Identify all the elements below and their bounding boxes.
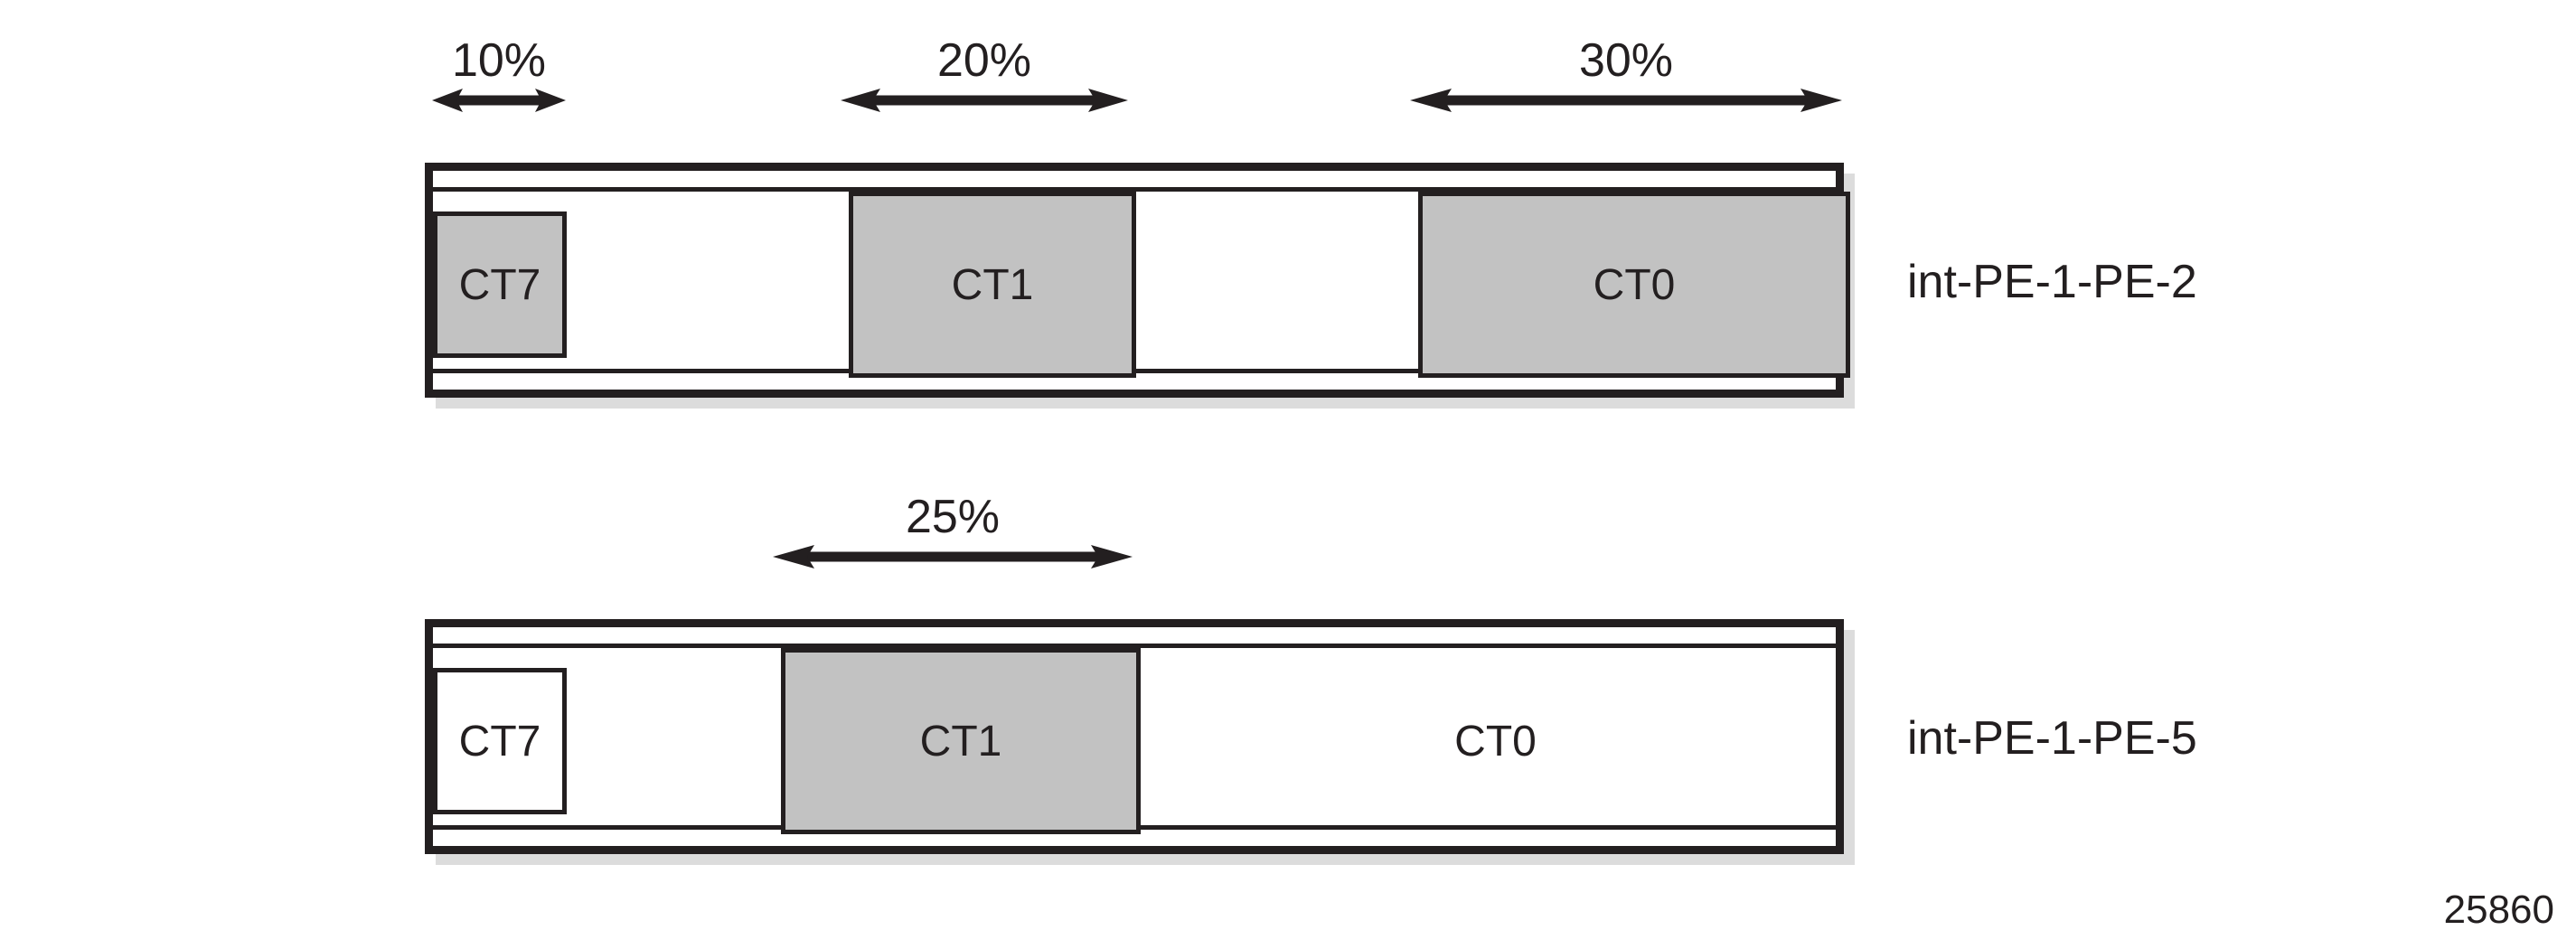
dimension-label: 25% (905, 491, 1001, 543)
double-arrow-icon (841, 89, 1128, 112)
dimension-10-percent: 10% (432, 36, 566, 114)
interface-label-2: int-PE-1-PE-5 (1907, 712, 2197, 765)
link-capacity-track: CT7 CT1 CT0 (433, 644, 1836, 834)
figure-number: 25860 (2443, 888, 2554, 932)
ct-block-label: CT1 (951, 260, 1034, 309)
ct-block-ct1[interactable]: CT1 (849, 192, 1136, 378)
ct-block-label: CT1 (919, 717, 1002, 766)
ct-block-ct7[interactable]: CT7 (433, 211, 567, 358)
dimension-label: 10% (451, 34, 547, 87)
dimension-label: 30% (1578, 34, 1674, 87)
ct-block-label: CT7 (458, 260, 541, 309)
double-arrow-icon (773, 545, 1133, 568)
dimension-30-percent: 30% (1410, 36, 1842, 114)
ct-block-ct1[interactable]: CT1 (781, 648, 1141, 834)
dimension-25-percent: 25% (773, 493, 1133, 570)
ct-block-label: CT7 (458, 717, 541, 766)
double-arrow-icon (432, 89, 566, 112)
ct-block-label: CT0 (1593, 260, 1676, 309)
ct-block-ct0[interactable]: CT0 (1141, 648, 1850, 834)
interface-label-1: int-PE-1-PE-2 (1907, 256, 2197, 308)
double-arrow-icon (1410, 89, 1842, 112)
dimension-label: 20% (936, 34, 1032, 87)
ct-block-ct0[interactable]: CT0 (1418, 192, 1850, 378)
dimension-20-percent: 20% (841, 36, 1128, 114)
ct-block-ct7[interactable]: CT7 (433, 668, 567, 814)
ct-block-label: CT0 (1454, 717, 1537, 766)
link-capacity-track: CT7 CT1 CT0 (433, 187, 1850, 378)
